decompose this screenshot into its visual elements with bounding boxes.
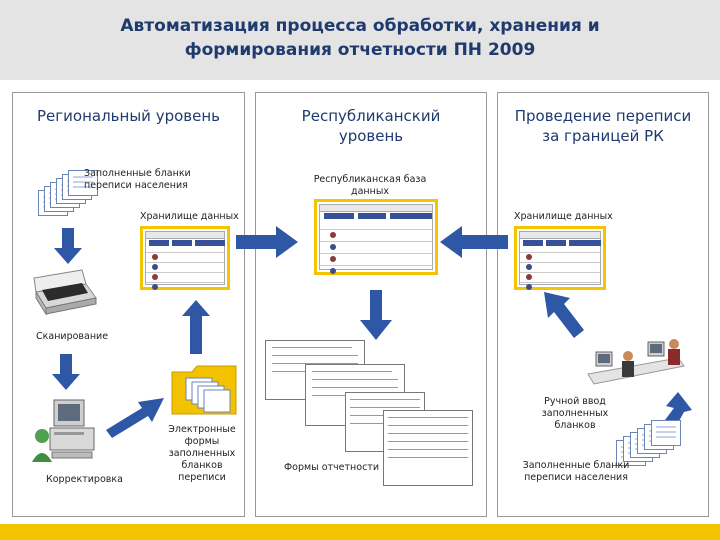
abroad-storage-label: Хранилище данных: [514, 211, 613, 222]
regional-heading: Региональный уровень: [37, 107, 220, 125]
report-forms-icon: [265, 340, 475, 490]
arrow-diagonal-to-abroad-storage: [544, 292, 584, 338]
republic-heading: Республиканский уровень: [301, 107, 441, 145]
electronic-forms-label: Электронные формы заполненных бланков пе…: [168, 424, 236, 483]
people-at-computers-icon: [587, 339, 685, 385]
computer-user-icon: [32, 399, 95, 462]
arrow-up-to-storage: [182, 300, 210, 354]
folder-icon: [171, 365, 237, 415]
republic-database-label: Республиканская база данных: [313, 174, 427, 197]
arrow-left-abroad-to-republic: [440, 226, 508, 258]
abroad-document-stack-icon: [616, 418, 696, 468]
page-title: Автоматизация процесса обработки, хранен…: [120, 16, 600, 60]
regional-filled-forms-label: Заполненные бланки переписи населения: [84, 168, 191, 191]
reports-label: Формы отчетности: [284, 462, 379, 473]
abroad-heading: Проведение переписи за границей РК: [514, 107, 692, 145]
scanner-icon: [33, 269, 97, 316]
regional-storage-label: Хранилище данных: [140, 211, 239, 222]
bottom-accent-bar: [0, 524, 720, 540]
scanning-label: Сканирование: [36, 331, 109, 342]
arrow-down-to-reports: [360, 290, 392, 340]
regional-database-table-icon: [140, 226, 230, 290]
manual-entry-label: Ручной ввод заполненных бланков: [541, 396, 609, 431]
correction-label: Корректировка: [46, 474, 123, 485]
arrow-diagonal-to-folder: [106, 398, 164, 438]
document-stack-icon: [38, 168, 108, 218]
header-band: [0, 0, 720, 80]
arrow-down-to-computer: [52, 354, 80, 390]
arrow-down-to-scanner: [54, 228, 82, 264]
republic-database-table-icon: [314, 199, 438, 275]
abroad-database-table-icon: [514, 226, 606, 290]
arrow-right-regional-to-republic: [236, 226, 298, 258]
abroad-filled-forms-label: Заполненные бланки переписи населения: [522, 460, 630, 483]
